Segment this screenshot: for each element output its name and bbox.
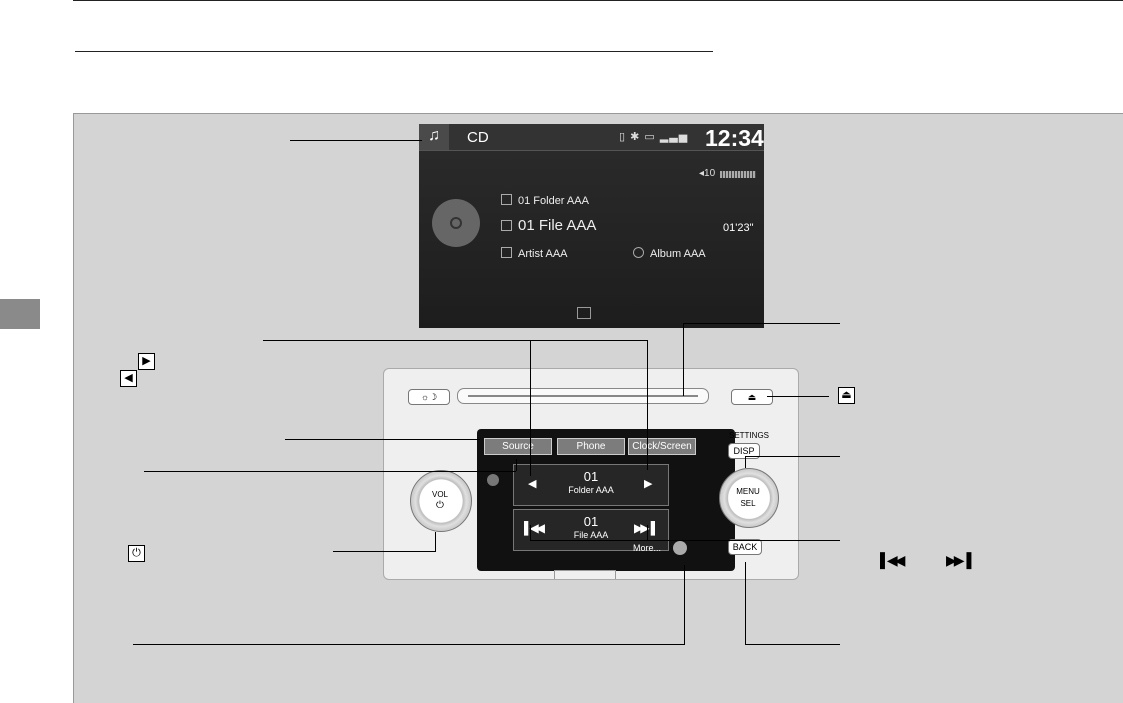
file-label: File AAA — [573, 530, 609, 540]
source-label: CD — [467, 129, 489, 146]
folder-label: Folder AAA — [568, 485, 614, 495]
eject-icon: ⏏ — [838, 387, 855, 404]
elapsed-time: 01'23" — [723, 222, 754, 234]
callout-line — [144, 471, 516, 472]
folder-number: 01 — [583, 469, 599, 484]
callout-line — [530, 540, 840, 541]
title-rule — [75, 51, 713, 52]
touchscreen: Source Phone Clock/Screen ◀ 01 Folder AA… — [477, 429, 735, 571]
callout-line — [745, 644, 840, 645]
more-label[interactable]: More... — [633, 543, 662, 553]
audio-tab[interactable]: ♫ — [419, 124, 449, 150]
album-row: Album AAA — [633, 247, 706, 260]
phone-tab-button[interactable]: Phone — [557, 438, 625, 455]
power-icon: ⏻ — [128, 545, 145, 562]
callout-line — [745, 456, 840, 457]
callout-line — [530, 525, 531, 540]
skip-back-icon[interactable]: ▌◀◀ — [524, 521, 545, 535]
cd-media-icon — [577, 307, 591, 319]
callout-line — [683, 323, 840, 324]
folder-row: 01 Folder AAA — [501, 194, 589, 207]
callout-line — [683, 323, 684, 396]
disc-slot — [457, 388, 709, 404]
callout-line — [263, 340, 648, 341]
callout-line — [684, 565, 685, 645]
file-row: 01 File AAA — [501, 217, 596, 234]
callout-line — [285, 439, 480, 440]
callout-line — [647, 340, 648, 470]
side-tab — [0, 299, 40, 329]
file-panel: ▌◀◀ 01 File AAA ▶▶▐ — [513, 509, 669, 551]
brightness-button[interactable]: ☼☽ — [408, 389, 450, 405]
status-icons: ▯ ✱ ▭ ▂▃▅ — [619, 131, 689, 143]
artist-icon — [501, 247, 512, 258]
callout-line — [530, 340, 531, 476]
disp-button[interactable]: DISP — [728, 443, 760, 459]
music-note-icon: ♫ — [428, 127, 440, 144]
file-icon — [501, 220, 512, 231]
volume-level: ◂10 — [699, 168, 716, 179]
callout-line — [767, 396, 829, 397]
sel-label: SEL — [740, 499, 756, 508]
source-tab-button[interactable]: Source — [484, 438, 552, 455]
clock: 12:34 — [705, 125, 764, 151]
file-number: 01 — [583, 514, 599, 529]
left-arrow-icon: ◀ — [120, 370, 137, 387]
lower-slot — [554, 570, 616, 579]
callout-line — [133, 644, 685, 645]
back-button[interactable]: BACK — [728, 539, 762, 555]
album-icon — [633, 247, 644, 258]
disc-icon — [432, 199, 480, 247]
volume-bar — [720, 171, 756, 178]
callout-line — [516, 459, 517, 471]
top-rule — [73, 0, 1123, 1]
cd-header: ♫ CD ▯ ✱ ▭ ▂▃▅ 12:34 — [419, 124, 764, 151]
folder-prev-icon[interactable]: ◀ — [528, 478, 537, 490]
callout-line — [745, 456, 746, 468]
folder-next-icon[interactable]: ▶ — [644, 478, 653, 490]
settings-label: SETTINGS — [729, 431, 770, 440]
callout-line — [435, 532, 436, 552]
callout-line — [290, 140, 422, 141]
menu-label: MENU — [736, 487, 760, 496]
callout-line — [647, 525, 648, 540]
skip-back-icon: ▌◀◀ — [880, 552, 906, 568]
folder-panel: ◀ 01 Folder AAA ▶ — [513, 464, 669, 506]
skip-forward-icon[interactable]: ▶▶▐ — [634, 521, 655, 535]
vol-power-knob[interactable] — [410, 470, 472, 532]
right-arrow-icon: ▶ — [138, 353, 155, 370]
skip-forward-icon: ▶▶▐ — [946, 552, 972, 568]
artist-row: Artist AAA — [501, 247, 568, 260]
more-button[interactable] — [673, 541, 687, 555]
disc-dot-icon — [487, 474, 499, 486]
head-unit: ☼☽ ⏏ VOL ⏻ Source Phone Clock/Screen ◀ 0… — [383, 368, 799, 580]
clock-screen-tab-button[interactable]: Clock/Screen — [628, 438, 696, 455]
menu-sel-knob[interactable] — [719, 468, 779, 528]
callout-line — [745, 562, 746, 645]
cd-screen: ♫ CD ▯ ✱ ▭ ▂▃▅ 12:34 ◂10 01 Folder AAA 0… — [419, 124, 764, 328]
folder-icon — [501, 194, 512, 205]
eject-button[interactable]: ⏏ — [731, 389, 773, 405]
callout-line — [333, 551, 436, 552]
vol-label: VOL — [431, 490, 448, 499]
power-icon: ⏻ — [436, 500, 444, 511]
